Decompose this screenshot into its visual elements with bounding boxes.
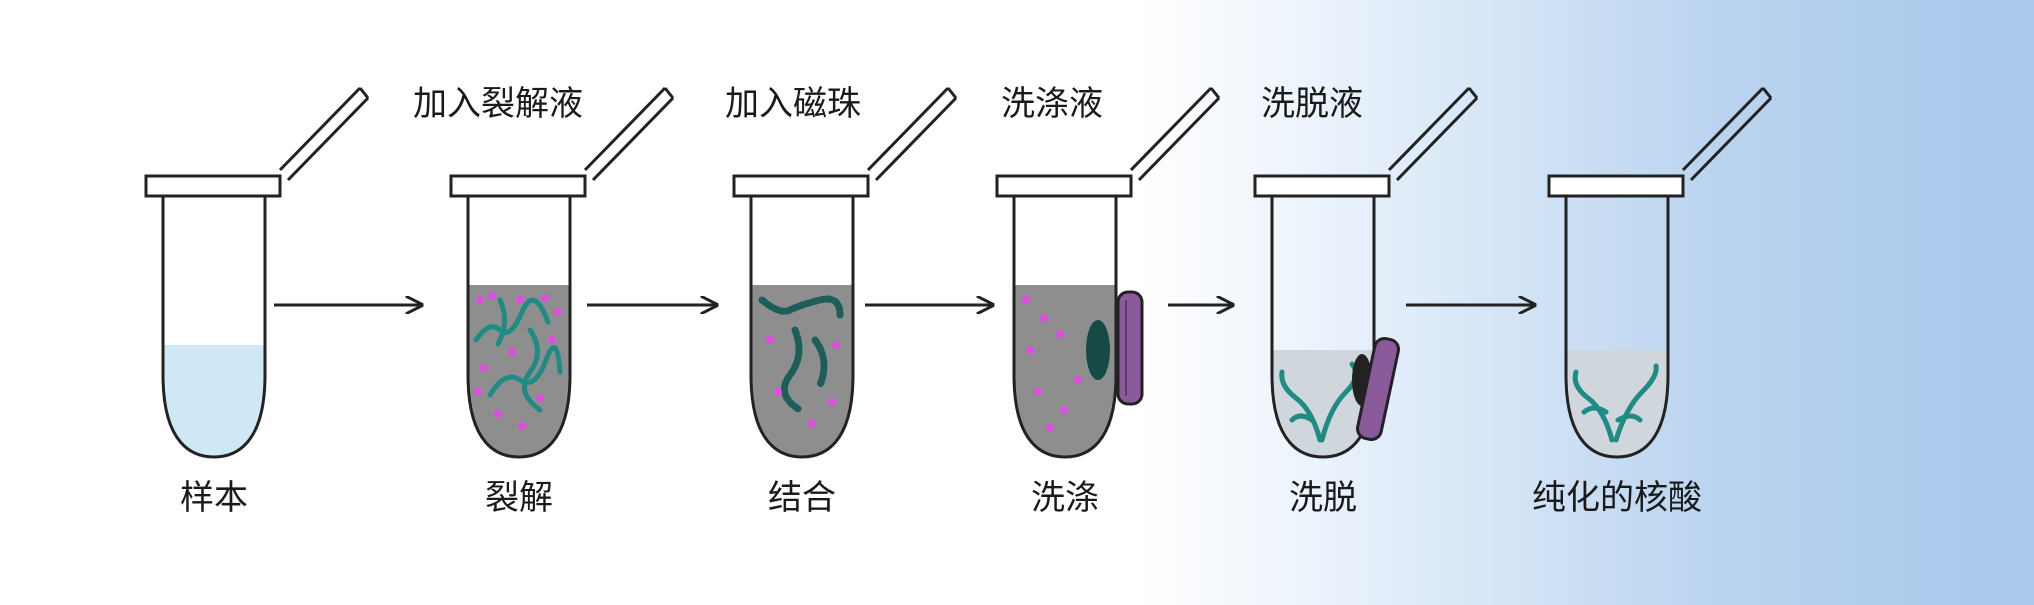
cap-hinge [1681, 86, 1773, 182]
tube-lysis [449, 86, 675, 459]
reagent-label-lysis-buffer: 加入裂解液 [413, 84, 583, 124]
tube-body [466, 196, 572, 459]
tube-body [749, 196, 855, 459]
tube-cap [732, 174, 870, 198]
cap-hinge [583, 86, 675, 182]
tube-binding [732, 86, 958, 459]
tube-sample [144, 86, 370, 459]
tube-body [161, 196, 267, 459]
magnet [1356, 336, 1400, 442]
nucleic-acid-strands [1572, 363, 1659, 443]
tube-body [1564, 196, 1670, 459]
debris-particles [766, 336, 840, 428]
tube-cap [1547, 174, 1685, 198]
bead-bound-nucleic-acid [758, 295, 844, 414]
step-label-elution: 洗脱 [1289, 478, 1357, 518]
lysate-liquid [751, 285, 853, 457]
tube-cap [995, 174, 1133, 198]
tube-cap [1253, 174, 1391, 198]
tube-washing [995, 86, 1221, 459]
step-label-lysis: 裂解 [485, 478, 553, 518]
cap-hinge [866, 86, 958, 182]
eluate-liquid [1272, 350, 1374, 457]
cell-debris-particles [474, 292, 562, 430]
step-label-purified-nucleic-acid: 纯化的核酸 [1532, 478, 1702, 518]
bead-cluster [1086, 320, 1110, 380]
purified-liquid [1566, 350, 1668, 457]
tube-cap [449, 174, 587, 198]
sample-liquid [163, 345, 265, 457]
nucleic-acid-strands [473, 297, 563, 413]
tube-elution [1253, 86, 1479, 459]
cap-hinge [278, 86, 370, 182]
step-label-washing: 洗涤 [1031, 478, 1099, 518]
tube-body [1012, 196, 1118, 459]
step-label-sample: 样本 [180, 478, 248, 518]
tube-cap [144, 174, 282, 198]
debris-particles [1022, 296, 1082, 432]
cap-hinge [1387, 86, 1479, 182]
tube-purified [1547, 86, 1773, 459]
reagent-label-magnetic-beads: 加入磁珠 [725, 84, 861, 124]
magnet [1116, 290, 1144, 406]
reagent-label-wash-buffer: 洗涤液 [1001, 84, 1103, 124]
step-label-binding: 结合 [768, 478, 836, 518]
reagent-label-elution-buffer: 洗脱液 [1261, 84, 1363, 124]
cap-hinge [1129, 86, 1221, 182]
